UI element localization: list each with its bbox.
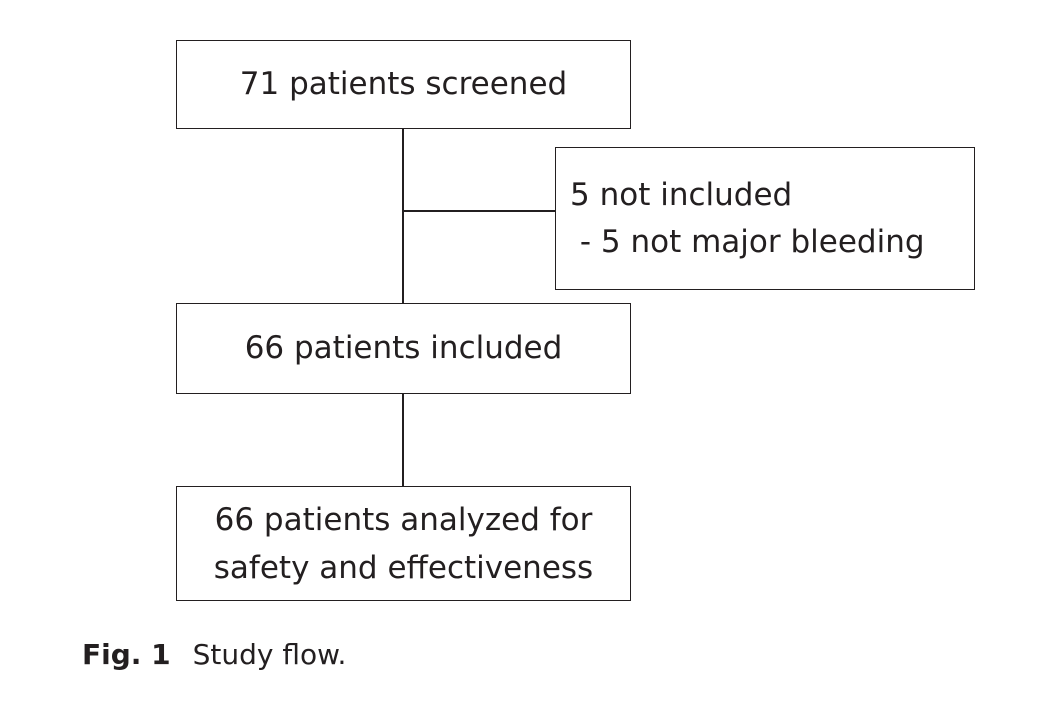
screened-text: 71 patients screened [239, 66, 568, 102]
excluded-box: 5 not included - 5 not major bleeding [555, 147, 975, 290]
connector-included-to-analyzed [402, 394, 404, 486]
analyzed-text-line1: 66 patients analyzed for [214, 501, 593, 538]
included-box: 66 patients included [176, 303, 631, 394]
figure-caption-text: Study flow. [192, 638, 347, 671]
figure-label: Fig. 1 [82, 638, 171, 671]
excluded-text-line1: 5 not included [570, 176, 793, 213]
connector-screened-to-included [402, 129, 404, 303]
figure-caption: Fig. 1 Study flow. [82, 635, 346, 675]
analyzed-text-line2: safety and effectiveness [213, 549, 594, 586]
included-text: 66 patients included [244, 330, 563, 366]
excluded-text-line2: - 5 not major bleeding [570, 223, 925, 260]
connector-to-excluded [402, 210, 555, 212]
analyzed-box: 66 patients analyzed for safety and effe… [176, 486, 631, 601]
screened-box: 71 patients screened [176, 40, 631, 129]
